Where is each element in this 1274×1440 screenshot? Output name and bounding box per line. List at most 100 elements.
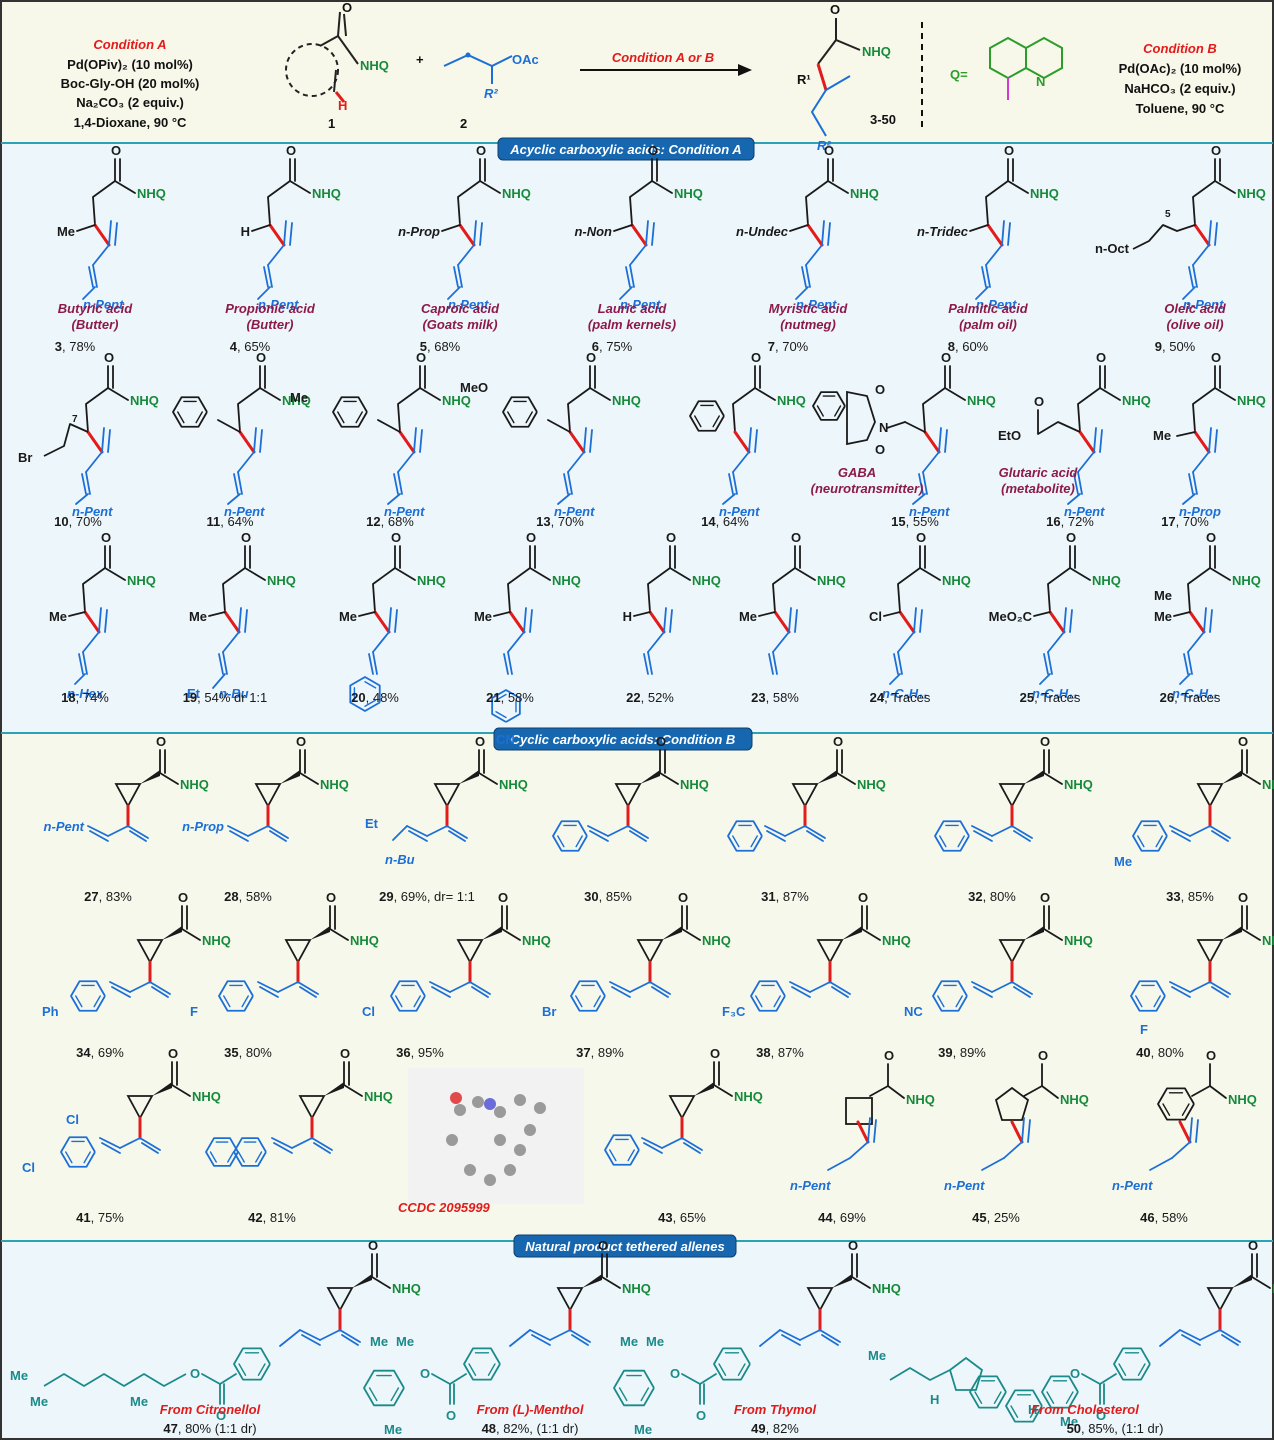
benzene-ring xyxy=(1005,1389,1043,1423)
acid-source: (olive oil) xyxy=(1166,317,1223,332)
compound-label: 42, 81% xyxy=(248,1210,296,1225)
atom-o: O xyxy=(1038,1048,1048,1063)
bond xyxy=(222,651,228,675)
cyclopropane-ring xyxy=(298,1095,326,1120)
atom-o: O xyxy=(216,1408,226,1423)
atom-nhq: NHQ xyxy=(180,777,209,792)
condition-a: Condition A Pd(OPiv)₂ (10 mol%) Boc-Gly-… xyxy=(61,37,200,130)
bond xyxy=(218,653,224,675)
bond xyxy=(789,981,811,993)
atom-nhq: NHQ xyxy=(137,186,166,201)
r2-substituent: Et xyxy=(187,686,201,701)
bond xyxy=(563,473,569,495)
bond xyxy=(227,825,249,837)
condition-a-line: Pd(OPiv)₂ (10 mol%) xyxy=(67,57,193,72)
bond xyxy=(397,471,403,495)
atom-o: O xyxy=(1040,734,1050,749)
benzene-ring xyxy=(969,1375,1007,1409)
bond xyxy=(754,429,758,453)
bond xyxy=(223,995,231,1008)
cyclopropane-ring xyxy=(614,783,642,808)
bond xyxy=(343,1084,363,1097)
bond xyxy=(1221,1334,1239,1346)
r2-substituent: n-Pent xyxy=(1112,1178,1153,1193)
cyclopropane-ring xyxy=(433,783,461,808)
benzene-ring xyxy=(491,689,521,723)
bond xyxy=(471,986,489,998)
bond xyxy=(1208,220,1212,246)
bond xyxy=(1003,1141,1023,1159)
bond xyxy=(78,653,84,675)
bond xyxy=(1179,1329,1201,1341)
atom-o: O xyxy=(751,350,761,365)
atom-o: O xyxy=(791,530,801,545)
bond xyxy=(816,405,824,417)
compound-label: 19, 54% dr 1:1 xyxy=(183,690,268,705)
atom-nhq: NHQ xyxy=(862,44,891,59)
acid-source: (palm kernels) xyxy=(588,317,676,332)
bond xyxy=(583,427,587,453)
atom-nhq: NHQ xyxy=(1228,1092,1257,1107)
bond xyxy=(212,673,226,689)
bond xyxy=(873,1119,877,1143)
bond xyxy=(681,1373,701,1385)
bond xyxy=(1063,607,1067,633)
atom-nhq: NHQ xyxy=(942,573,971,588)
wedge-bond xyxy=(280,770,300,784)
bond xyxy=(575,995,583,1008)
bond xyxy=(589,429,593,453)
condition-b-title: Condition B xyxy=(1143,41,1217,56)
r2-substituent: n-Pent xyxy=(554,504,595,519)
condition-a-line: 1,4-Dioxane, 90 °C xyxy=(74,115,187,130)
acid-name: Oleic acid xyxy=(1164,301,1226,316)
compound-number: 20 xyxy=(351,690,365,705)
compound-yield: , 95% xyxy=(411,1045,445,1060)
bond xyxy=(829,981,851,995)
bond xyxy=(82,286,96,300)
aryl-substituent: Ph xyxy=(42,1004,59,1019)
compound-yield: , 68% xyxy=(381,514,415,529)
bond xyxy=(355,411,363,424)
atom-o: O xyxy=(848,1238,858,1253)
bond xyxy=(718,1363,727,1376)
bond-chain xyxy=(1132,224,1178,250)
bond xyxy=(939,835,947,848)
atom-o: O xyxy=(1248,1238,1258,1253)
bond xyxy=(277,981,299,993)
bond xyxy=(849,1141,869,1159)
bond-chain xyxy=(1192,387,1216,433)
bond xyxy=(238,1363,247,1376)
atom-o: O xyxy=(710,1046,720,1061)
atom-o: O xyxy=(368,1238,378,1253)
atom-nhq: NHQ xyxy=(817,573,846,588)
bond xyxy=(181,928,201,941)
acid-source: (nutmeg) xyxy=(780,317,836,332)
bond xyxy=(629,830,647,842)
bond xyxy=(1153,995,1161,1008)
bond xyxy=(209,1151,217,1163)
bond xyxy=(993,1391,1002,1404)
bond xyxy=(468,1363,477,1376)
bond xyxy=(93,223,111,247)
bond xyxy=(75,995,83,1008)
bond xyxy=(883,611,901,617)
bond xyxy=(681,928,701,941)
r1-substituent: n-Oct xyxy=(1095,241,1130,256)
bond xyxy=(1192,451,1210,473)
bond xyxy=(973,986,993,998)
atom-o: O xyxy=(678,890,688,905)
compound-yield: , 69%, dr= 1:1 xyxy=(394,889,475,904)
atom-nhq: NHQ xyxy=(267,573,296,588)
imide-ring xyxy=(846,390,876,446)
bond-chain xyxy=(507,567,531,613)
source-label: From Thymol xyxy=(734,1402,817,1417)
bond-chain xyxy=(922,387,946,433)
crystal-structure: CCDC 2095999 xyxy=(398,1068,584,1215)
compound-label: 37, 89% xyxy=(576,1045,624,1060)
bond xyxy=(297,981,319,995)
bond xyxy=(981,266,987,288)
compound-yield: , 25% xyxy=(987,1210,1021,1225)
